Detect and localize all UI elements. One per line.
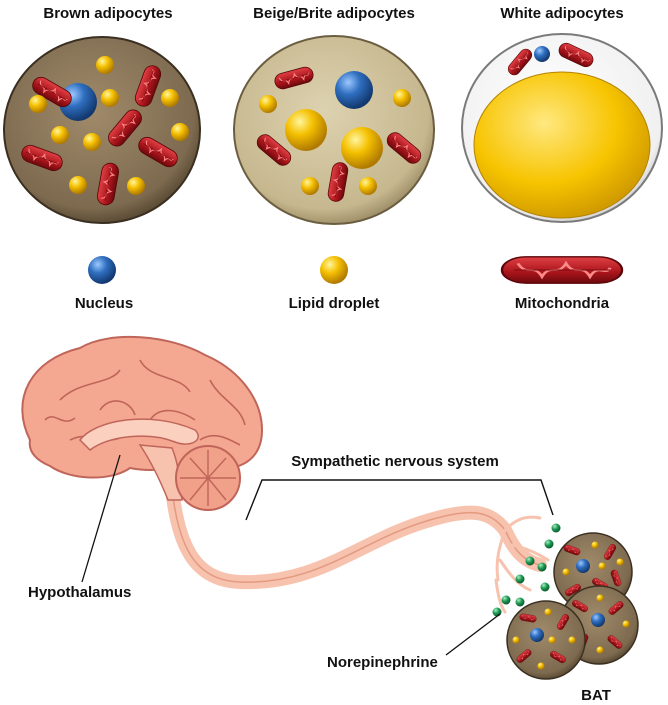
nucleus-icon xyxy=(88,256,116,284)
legend: Nucleus Lipid droplet Mitochondria xyxy=(75,255,624,312)
lipid-droplet-icon xyxy=(320,256,348,284)
legend-lipid-droplet-label: Lipid droplet xyxy=(289,295,380,312)
bat-cell xyxy=(506,600,586,680)
hypothalamus-label: Hypothalamus xyxy=(28,584,131,601)
nucleus-icon xyxy=(534,46,550,62)
bat-label: BAT xyxy=(581,687,611,704)
brown-adipocyte-cell xyxy=(3,36,201,224)
legend-mitochondria-label: Mitochondria xyxy=(515,295,610,312)
nucleus-icon xyxy=(335,71,373,109)
white-adipocytes-title: White adipocytes xyxy=(500,5,623,22)
mitochondria-icon xyxy=(500,255,624,285)
legend-nucleus-label: Nucleus xyxy=(75,295,133,312)
norepinephrine-label: Norepinephrine xyxy=(327,654,438,671)
beige-adipocytes-title: Beige/Brite adipocytes xyxy=(253,5,415,22)
bat-cluster xyxy=(506,532,639,680)
norepinephrine-pointer xyxy=(445,613,501,656)
norepinephrine-dots xyxy=(492,523,561,617)
white-adipocyte-cell xyxy=(461,33,663,223)
beige-adipocyte-cell xyxy=(233,35,435,225)
sympathetic-nervous-system-label: Sympathetic nervous system xyxy=(291,453,499,470)
hypothalamus-pointer xyxy=(81,454,121,583)
nerve-terminals xyxy=(494,515,550,614)
sympathetic-bracket xyxy=(245,479,554,521)
brown-adipocytes-title: Brown adipocytes xyxy=(43,5,172,22)
